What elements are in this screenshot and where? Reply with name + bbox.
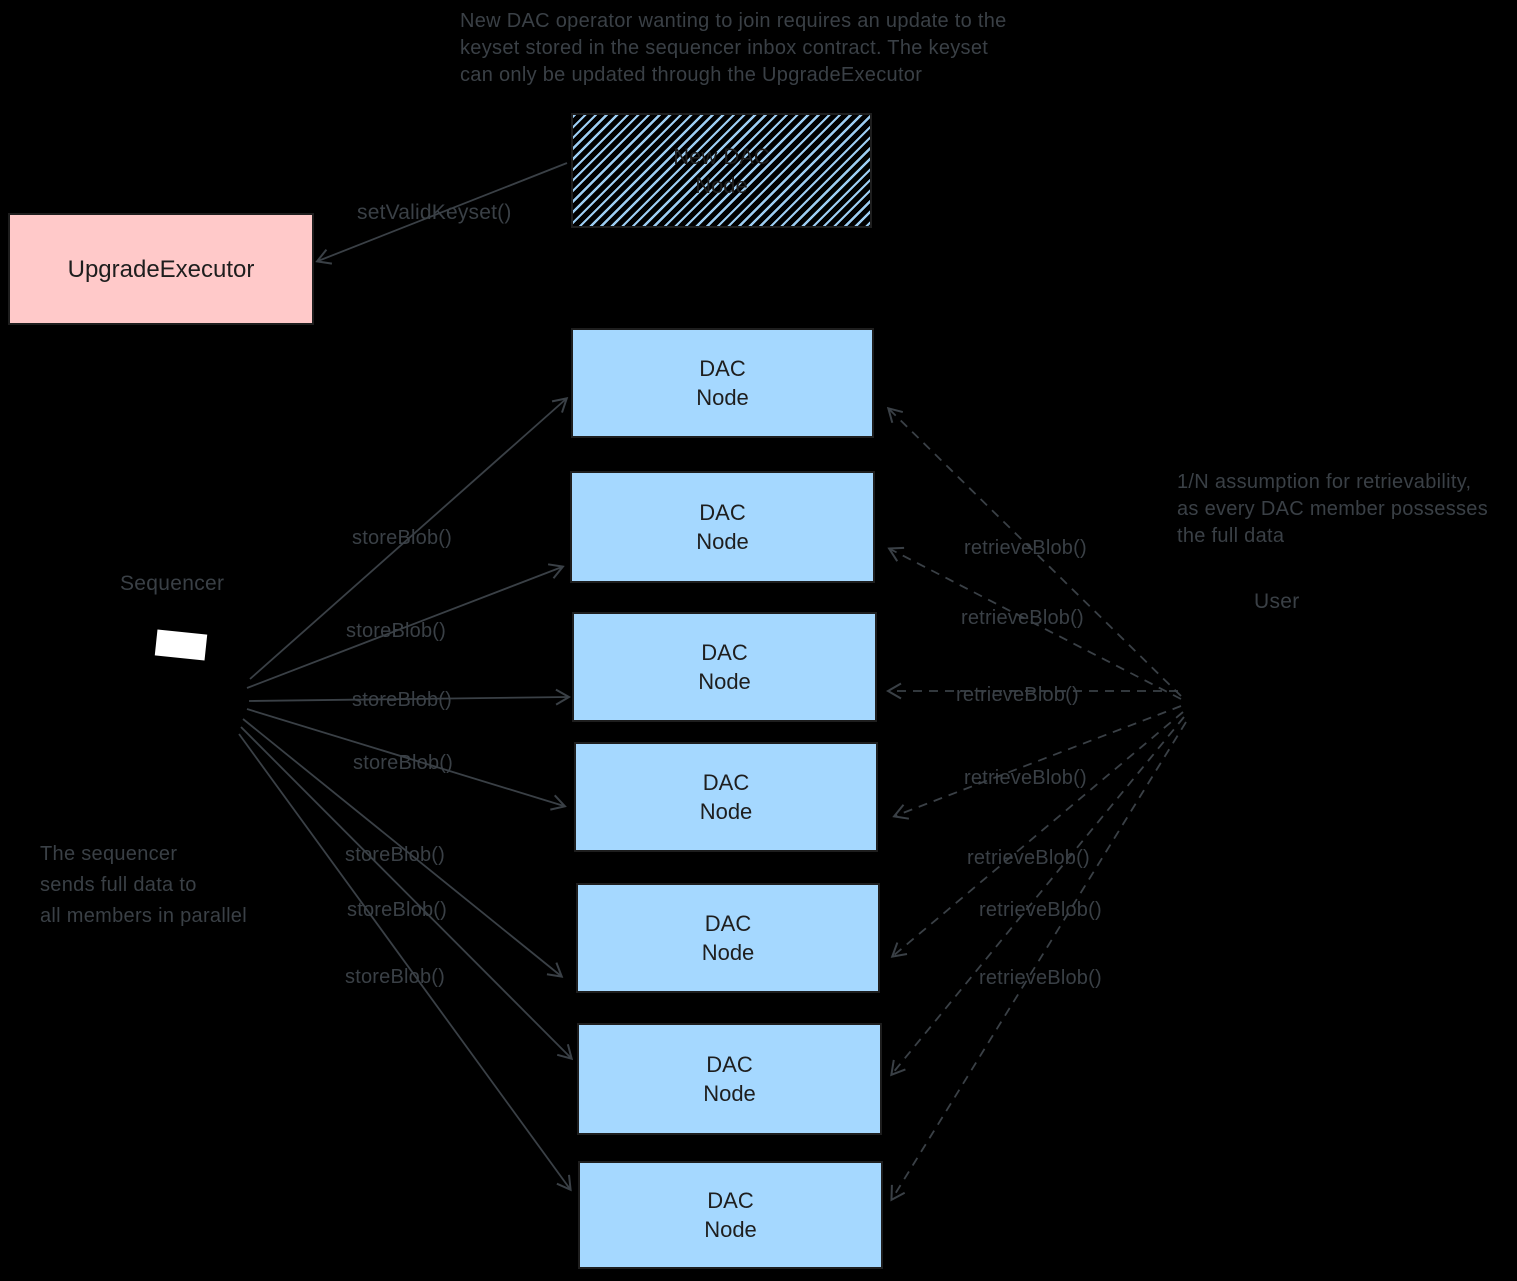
dac-node-box-1: DAC Node bbox=[571, 328, 874, 438]
dac-node-box-4: DAC Node bbox=[574, 742, 878, 852]
arrow-store-blob-3 bbox=[248, 688, 572, 706]
arrow-set-valid-keyset bbox=[315, 162, 568, 265]
dac-node-label: DAC Node bbox=[699, 770, 753, 824]
store-blob-label-6: storeBlob() bbox=[347, 899, 448, 921]
top-note: New DAC operator wanting to join require… bbox=[460, 10, 1007, 86]
dac-node-box-7: DAC Node bbox=[578, 1161, 883, 1269]
dac-node-box-6: DAC Node bbox=[577, 1023, 882, 1135]
arrow-retrieve-blob-7 bbox=[890, 721, 1187, 1202]
arrow-store-blob-1 bbox=[249, 397, 569, 680]
arrow-store-blob-6 bbox=[240, 726, 574, 1061]
dac-node-label: DAC Node bbox=[698, 640, 751, 694]
arrow-store-blob-7 bbox=[238, 733, 572, 1192]
dac-node-box-5: DAC Node bbox=[576, 883, 880, 993]
retrieve-blob-label-4: retrieveBlob() bbox=[964, 767, 1087, 789]
new-dac-node-box: New DAC Node bbox=[571, 113, 872, 228]
retrieve-blob-label-1: retrieveBlob() bbox=[964, 537, 1087, 559]
dac-node-label: DAC Node bbox=[696, 500, 749, 554]
sequencer-label: Sequencer bbox=[120, 572, 225, 595]
dac-node-label: DAC Node bbox=[696, 356, 749, 410]
user-label: User bbox=[1254, 590, 1300, 613]
dac-node-box-2: DAC Node bbox=[570, 471, 875, 583]
arrow-store-blob-2 bbox=[246, 563, 565, 689]
arrow-retrieve-blob-4 bbox=[892, 705, 1182, 820]
arrow-retrieve-blob-6 bbox=[890, 716, 1185, 1077]
store-blob-label-5: storeBlob() bbox=[345, 844, 446, 866]
retrieve-blob-label-3: retrieveBlob() bbox=[956, 684, 1079, 706]
arrow-retrieve-blob-1 bbox=[886, 406, 1182, 697]
upgrade-executor-box: UpgradeExecutor bbox=[8, 213, 314, 325]
retrieve-blob-label-2: retrieveBlob() bbox=[961, 607, 1084, 629]
arrow-store-blob-5 bbox=[242, 718, 564, 978]
dac-node-box-3: DAC Node bbox=[572, 612, 877, 722]
store-blob-label-7: storeBlob() bbox=[345, 966, 446, 988]
store-blob-label-2: storeBlob() bbox=[346, 620, 447, 642]
store-blob-label-1: storeBlob() bbox=[352, 527, 453, 549]
dac-node-label: DAC Node bbox=[704, 1188, 757, 1242]
right-note: 1/N assumption for retrievability, as ev… bbox=[1177, 471, 1489, 547]
retrieve-blob-label-5: retrieveBlob() bbox=[967, 847, 1090, 869]
new-dac-node-label: New DAC Node bbox=[673, 143, 770, 198]
store-blob-label-3: storeBlob() bbox=[352, 689, 453, 711]
sequencer-icon bbox=[154, 629, 208, 661]
arrow-store-blob-4 bbox=[246, 708, 567, 811]
retrieve-blob-label-6: retrieveBlob() bbox=[979, 899, 1102, 921]
arrow-retrieve-blob-2 bbox=[887, 546, 1182, 700]
set-valid-keyset-label: setValidKeyset() bbox=[357, 201, 512, 224]
upgrade-executor-label: UpgradeExecutor bbox=[67, 255, 255, 283]
retrieve-blob-label-7: retrieveBlob() bbox=[979, 967, 1102, 989]
left-note: The sequencer sends full data to all mem… bbox=[40, 843, 247, 927]
dac-node-label: DAC Node bbox=[701, 911, 755, 965]
dac-node-label: DAC Node bbox=[703, 1052, 756, 1106]
store-blob-label-4: storeBlob() bbox=[353, 752, 454, 774]
